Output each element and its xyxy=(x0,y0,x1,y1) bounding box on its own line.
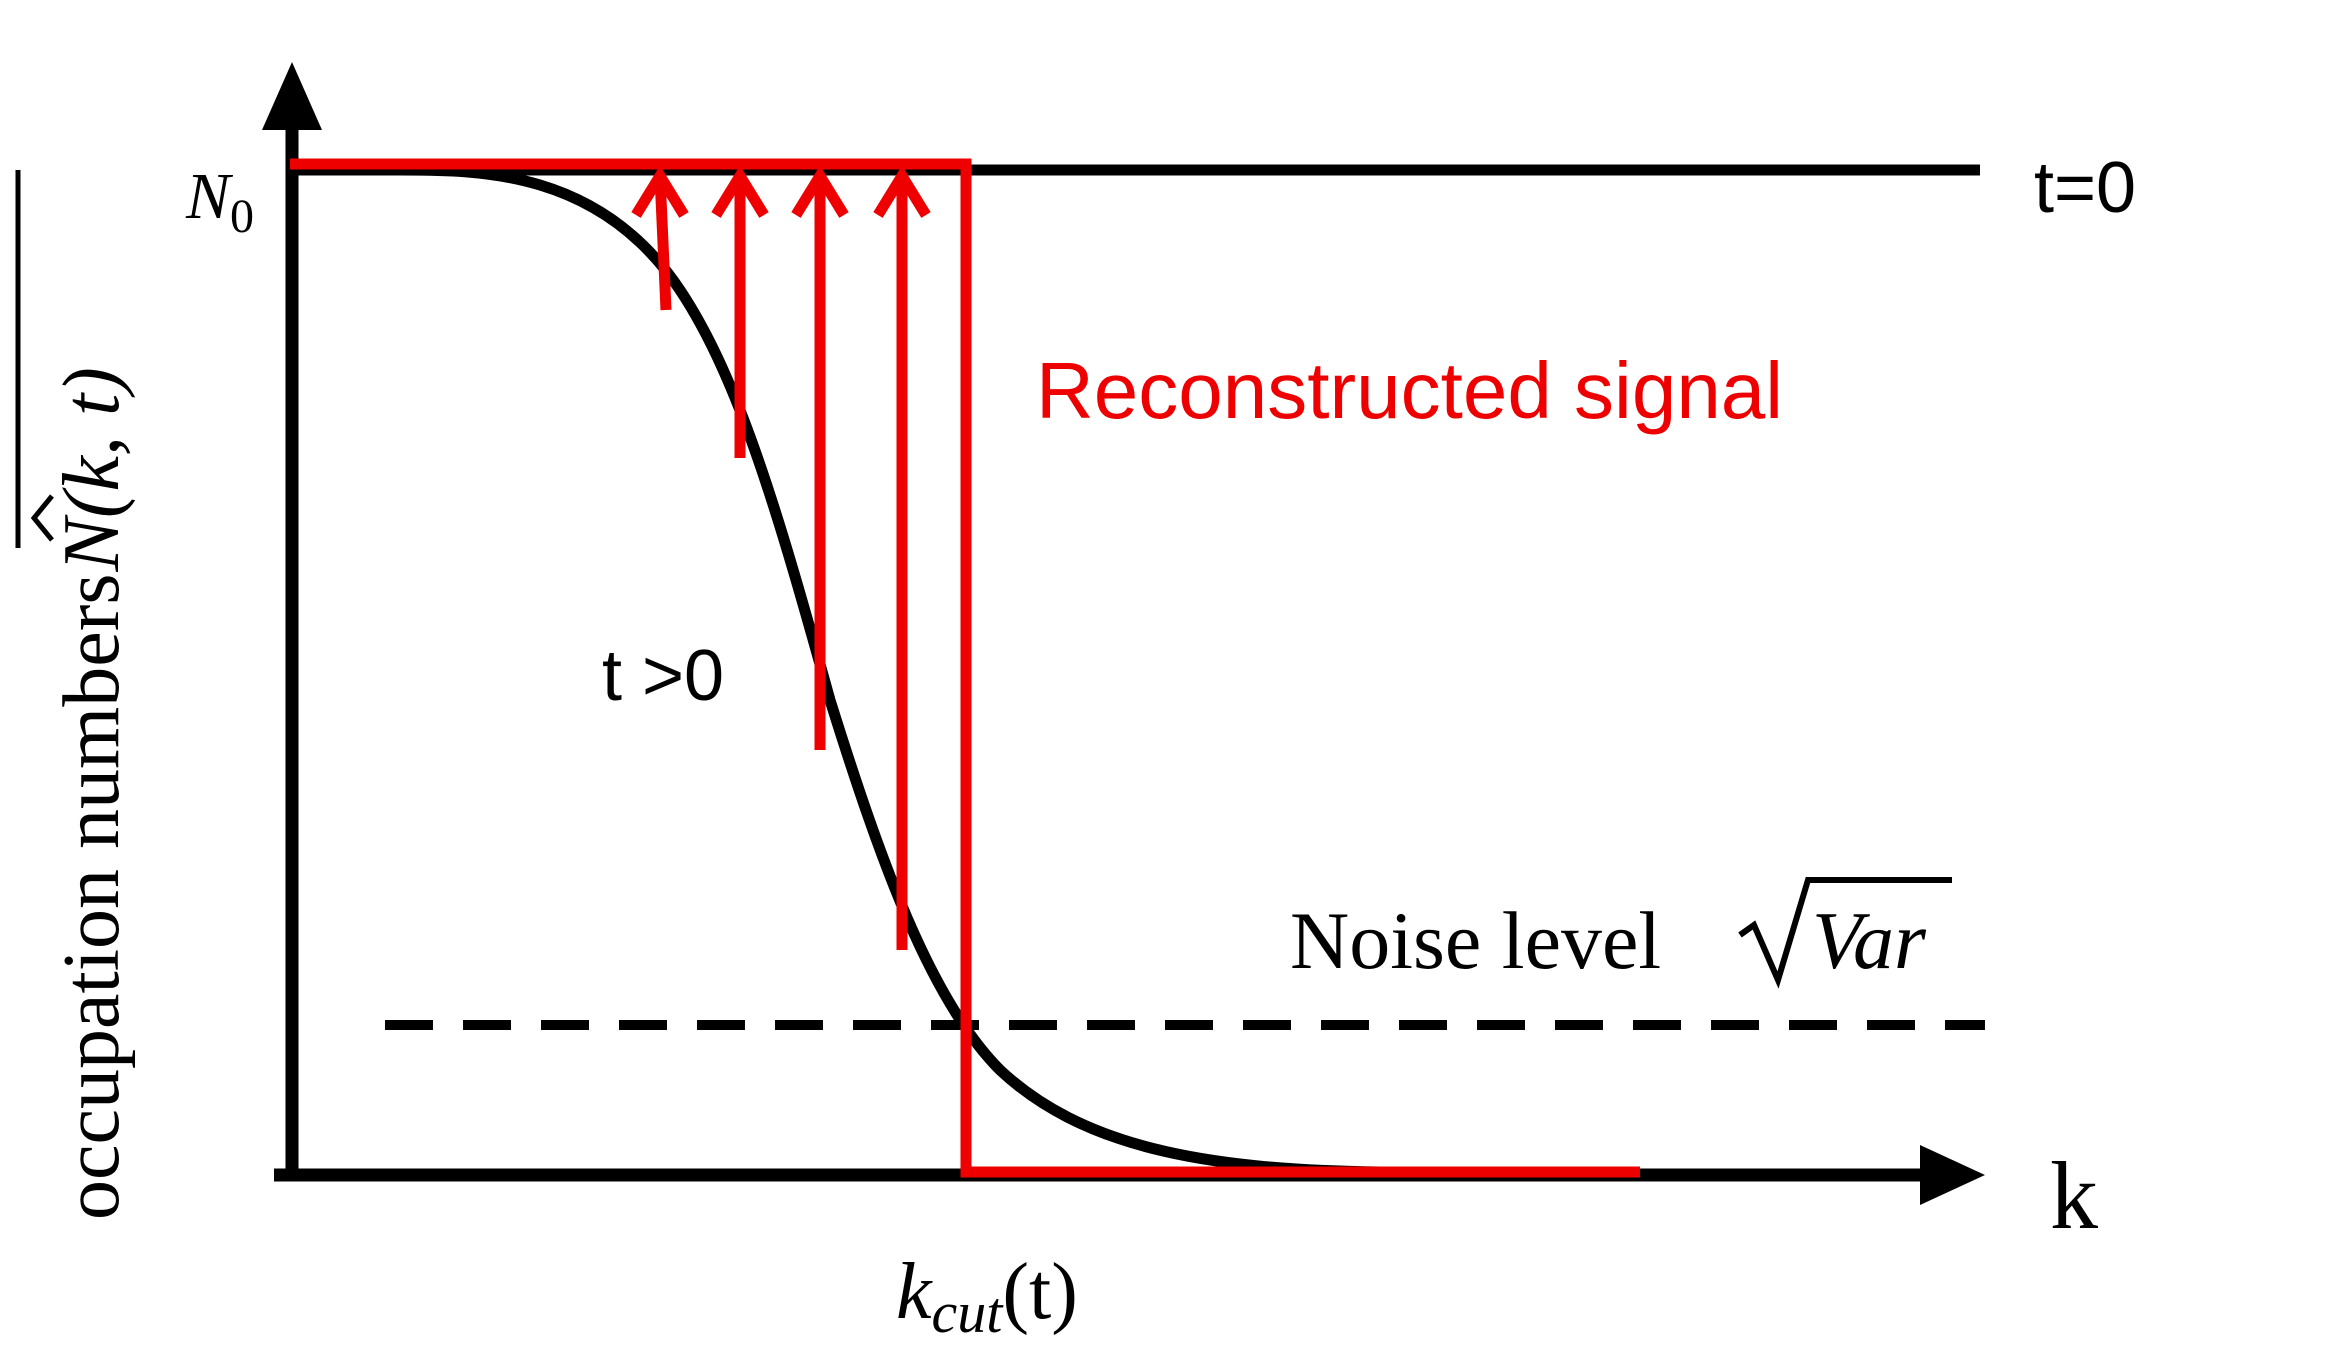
t-positive-curve xyxy=(399,164,1381,1178)
svg-text:Noise level: Noise level xyxy=(1290,895,1661,986)
y-axis-arrowhead xyxy=(262,62,322,130)
red-arrow-2 xyxy=(711,165,769,458)
kcut-label: kcut(t) xyxy=(896,1248,1078,1345)
hat-icon xyxy=(30,494,54,542)
red-arrow-1 xyxy=(631,165,689,311)
x-axis-label: k xyxy=(2050,1142,2098,1249)
t0-label: t=0 xyxy=(2034,148,2136,228)
reconstructed-signal-label: Reconstructed signal xyxy=(1036,346,1783,435)
t-positive-label: t >0 xyxy=(602,636,724,716)
red-arrow-4 xyxy=(873,165,931,950)
svg-text:Var: Var xyxy=(1812,895,1927,986)
n0-label: N0 xyxy=(185,160,254,243)
y-axis-label: occupation numbersN(k, t) xyxy=(15,170,136,1220)
svg-text:occupation numbersN(k, t): occupation numbersN(k, t) xyxy=(48,367,136,1220)
reconstruction-arrows xyxy=(631,165,931,950)
sqrt-icon xyxy=(1738,877,1952,989)
noise-level-label: Noise level Var xyxy=(1290,877,1952,989)
red-arrow-3 xyxy=(791,165,849,750)
reconstructed-signal-line xyxy=(290,158,1640,1178)
x-axis-arrowhead xyxy=(1920,1145,1985,1205)
